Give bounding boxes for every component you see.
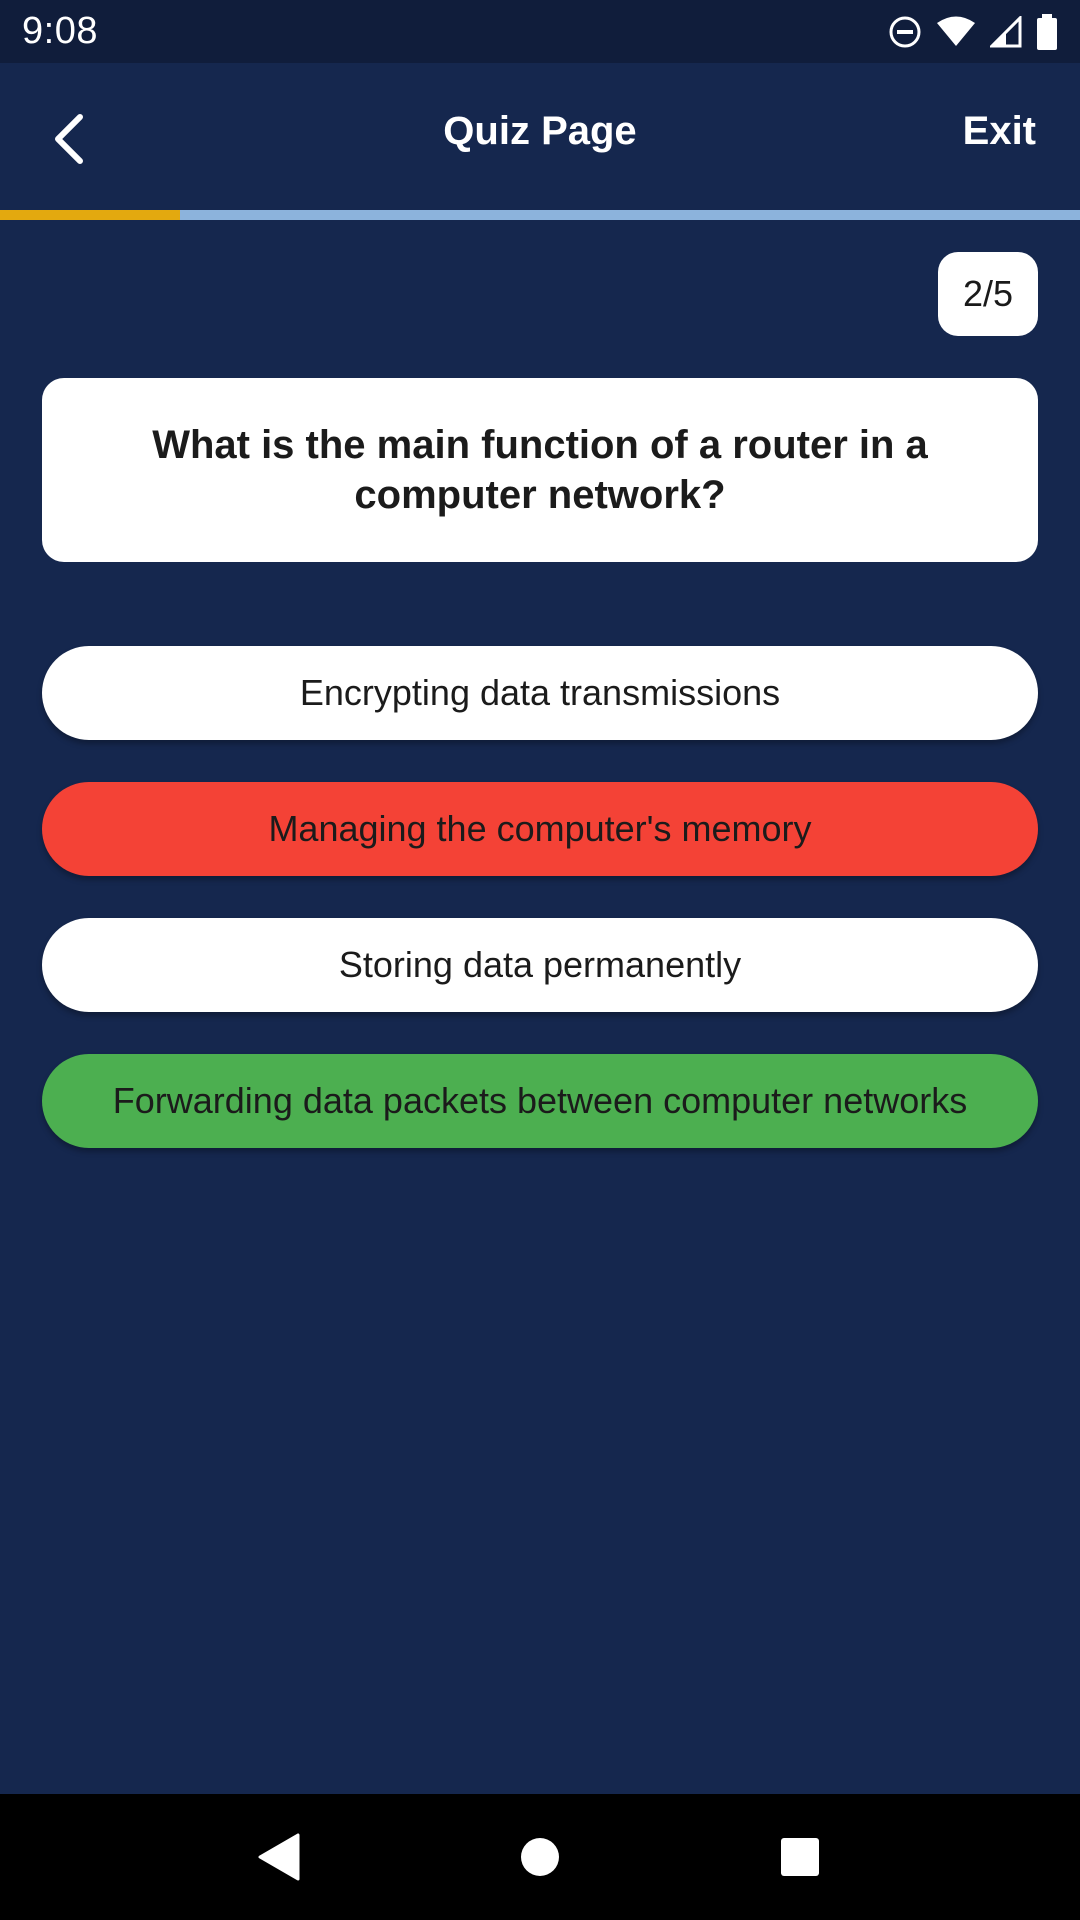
do-not-disturb-icon xyxy=(888,15,922,49)
navigation-bar xyxy=(0,1794,1080,1920)
nav-recents-icon xyxy=(781,1838,819,1876)
quiz-progress-fill xyxy=(0,210,181,220)
page-title: Quiz Page xyxy=(443,109,637,153)
signal-icon xyxy=(990,15,1022,48)
battery-icon xyxy=(1036,13,1058,50)
question-card: What is the main function of a router in… xyxy=(42,378,1038,562)
question-counter: 2/5 xyxy=(938,252,1038,336)
answer-list: Encrypting data transmissions Managing t… xyxy=(42,646,1038,1190)
nav-back-icon xyxy=(258,1833,300,1881)
wifi-icon xyxy=(936,16,976,48)
answer-option-2[interactable]: Managing the computer's memory xyxy=(42,782,1038,876)
answer-option-4[interactable]: Forwarding data packets between computer… xyxy=(42,1054,1038,1148)
question-text: What is the main function of a router in… xyxy=(152,423,928,517)
back-button[interactable] xyxy=(36,107,100,171)
status-time: 9:08 xyxy=(22,10,98,52)
chevron-left-icon xyxy=(55,114,83,164)
nav-recents-button[interactable] xyxy=(760,1817,840,1897)
nav-home-button[interactable] xyxy=(500,1817,580,1897)
status-bar: 9:08 xyxy=(0,0,1080,63)
status-icons xyxy=(888,13,1058,50)
answer-option-3[interactable]: Storing data permanently xyxy=(42,918,1038,1012)
quiz-progress-bar xyxy=(0,210,1080,220)
exit-button[interactable]: Exit xyxy=(962,109,1036,153)
nav-home-icon xyxy=(521,1838,559,1876)
app-bar: Quiz Page Exit xyxy=(0,63,1080,210)
nav-back-button[interactable] xyxy=(240,1817,320,1897)
answer-option-1[interactable]: Encrypting data transmissions xyxy=(42,646,1038,740)
